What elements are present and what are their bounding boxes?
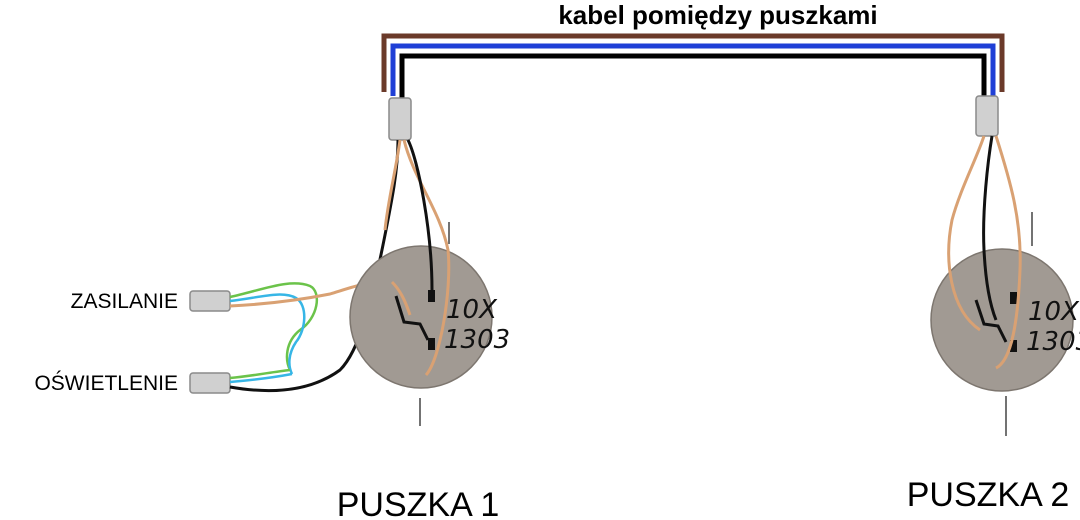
box2-switch-marking-1: 10X [1028,297,1080,327]
lighting-label: OŚWIETLENIE [34,371,178,395]
box2-label: PUSZKA 2 [907,476,1070,514]
supply-label: ZASILANIE [71,290,178,313]
box2-switch: 10X 1303 [930,248,1080,392]
box1-wire-supply-to-switch [390,280,412,316]
supply-wire-blue [229,293,306,375]
supply-cable-sheath [189,290,231,312]
diagram-title: kabel pomiędzy puszkami [558,0,877,30]
lighting-cable-sheath [189,372,231,394]
box2-switch-marking-2: 1303 [1026,327,1080,357]
box1-switch: 10X 1303 [349,245,510,389]
box1-switch-marking-1: 10X [446,295,498,325]
box1-wire-copper-down [383,139,402,231]
inter-box-wire-black [399,53,987,100]
box2-switch-terminal-bottom [1010,340,1017,352]
box2-switch-body [930,248,1074,392]
box2-switch-terminal-top [1010,292,1017,304]
box2-wire-black [982,135,998,321]
box1-label: PUSZKA 1 [337,486,500,520]
inter-box-wire-brown [381,33,1005,92]
cable-sleeve-box2 [975,95,999,137]
box1-switch-body [349,245,493,389]
box2-wire-copper-left [947,135,986,332]
box1-wire-copper-loop [402,139,451,377]
lighting-wire-green-yellow [229,368,291,380]
cable-sleeve-box1 [388,97,412,141]
box1-switch-symbol [394,295,430,341]
inter-box-wire-blue [390,43,996,96]
box1-switch-terminal-top [428,290,435,302]
box1-wire-black-switch [406,139,434,291]
box1-switch-marking-2: 1303 [444,325,510,355]
lighting-wire-blue [229,372,293,384]
inter-box-cable [381,33,1005,100]
box2-switch-symbol [974,299,1008,343]
supply-wire-green-yellow [229,282,319,371]
box1-switch-terminal-bottom [428,338,435,350]
box2-wire-copper-right [994,135,1022,370]
